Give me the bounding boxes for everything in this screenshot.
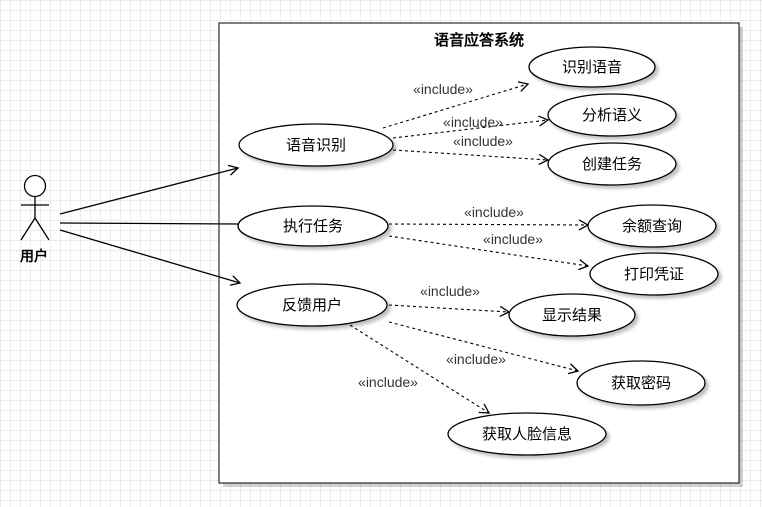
use-case-show-result[interactable]: 显示结果 [508, 293, 636, 337]
use-case-label: 执行任务 [283, 217, 343, 235]
use-case-label: 识别语音 [562, 58, 622, 76]
use-case-label: 获取密码 [611, 374, 671, 392]
include-label: «include» [358, 374, 418, 390]
use-case-feedback-user[interactable]: 反馈用户 [236, 283, 388, 327]
use-case-recognize-speech[interactable]: 识别语音 [528, 46, 656, 88]
association-feedback-user [59, 229, 242, 286]
include-line-get-password [388, 321, 580, 375]
use-case-label: 创建任务 [582, 155, 642, 173]
system-title: 语音应答系统 [434, 31, 524, 49]
use-case-label: 获取人脸信息 [482, 425, 572, 443]
include-line-analyze-semantics [392, 115, 550, 139]
include-label: «include» [446, 351, 506, 367]
use-case-label: 余额查询 [622, 217, 682, 235]
use-case-get-face-info[interactable]: 获取人脸信息 [447, 412, 607, 456]
association-execute-task [59, 222, 239, 225]
include-line-show-result [388, 304, 511, 318]
actor-user[interactable] [20, 174, 50, 241]
include-line-recognize-speech [382, 81, 530, 129]
include-label: «include» [420, 283, 480, 299]
use-case-print-receipt[interactable]: 打印凭证 [589, 252, 719, 296]
include-label: «include» [483, 231, 543, 247]
actor-label: 用户 [20, 248, 48, 265]
actor-head [23, 174, 47, 198]
use-case-label: 分析语义 [582, 106, 642, 124]
use-case-label: 打印凭证 [624, 265, 684, 283]
use-case-label: 语音识别 [286, 136, 346, 154]
include-label: «include» [464, 204, 524, 220]
actor-left-leg [20, 217, 36, 241]
use-case-label: 显示结果 [542, 306, 602, 324]
use-case-balance-query[interactable]: 余额查询 [587, 204, 717, 248]
use-case-create-task[interactable]: 创建任务 [547, 142, 677, 186]
include-label: «include» [443, 114, 503, 130]
use-case-execute-task[interactable]: 执行任务 [237, 205, 389, 247]
use-case-speech-recognition[interactable]: 语音识别 [238, 123, 394, 167]
use-case-label: 反馈用户 [282, 296, 342, 314]
include-line-create-task [392, 149, 550, 165]
use-case-get-password[interactable]: 获取密码 [576, 360, 706, 406]
use-case-analyze-semantics[interactable]: 分析语义 [547, 93, 677, 137]
include-label: «include» [453, 133, 513, 149]
include-label: «include» [413, 81, 473, 97]
association-speech-recognition [59, 164, 240, 215]
actor-right-leg [34, 217, 50, 241]
